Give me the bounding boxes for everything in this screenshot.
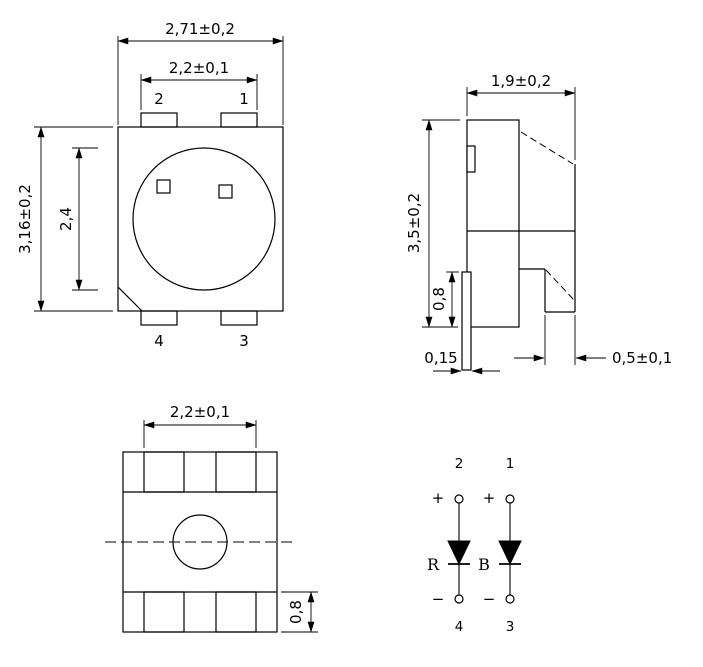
pin-label-4: 4	[154, 332, 164, 350]
cathode-minus-sign-right: −	[483, 590, 496, 608]
terminal-circle-pin4	[454, 594, 464, 604]
bottom-pad-bottom-left	[143, 591, 185, 633]
anode-plus-sign-right: +	[483, 489, 496, 507]
schematic-pin-label-4: 4	[455, 619, 464, 635]
bottom-pad-top-left	[143, 451, 185, 493]
terminal-circle-pin1	[505, 494, 515, 504]
dim-label-side-width: 1,9±0,2	[491, 72, 551, 90]
cathode-minus-sign-left: −	[432, 590, 445, 608]
side-hidden-edge-bottom	[545, 269, 575, 301]
front-lead-top-left	[140, 112, 178, 128]
front-lens-circle	[132, 147, 276, 291]
side-body-outline	[466, 119, 520, 328]
dim-label-side-standoff: 0,8	[430, 287, 448, 311]
terminal-circle-pin3	[505, 594, 515, 604]
bottom-view: 2,2±0,1 0,8	[105, 403, 318, 633]
pin-label-3: 3	[239, 332, 249, 350]
side-lead-notch	[466, 145, 476, 173]
side-view: 1,9±0,2 3,5±0,2 0,8 0,15 0,5±0,1	[405, 72, 672, 375]
diode-blue-symbol	[498, 540, 522, 566]
front-lead-bottom-left	[140, 310, 178, 326]
side-lead	[461, 271, 472, 371]
dim-label-front-outer-width: 2,71±0,2	[165, 20, 235, 38]
schematic: 2 1 + + − − R B 4 3	[427, 456, 522, 635]
bottom-pad-bottom-right	[215, 591, 257, 633]
front-die-left	[156, 179, 171, 194]
front-corner-chamfer	[117, 286, 143, 312]
dim-label-bottom-pad-height: 0,8	[287, 600, 305, 624]
front-view: 2,71±0,2 2,2±0,1 2 1 3,16±0,2 2,4 4 3	[16, 20, 284, 350]
pin-label-1: 1	[239, 90, 249, 108]
pin-label-2: 2	[154, 90, 164, 108]
anode-plus-sign-left: +	[432, 489, 445, 507]
dim-label-side-lead-thickness: 0,15	[424, 349, 457, 367]
front-die-right	[218, 184, 233, 199]
front-lead-bottom-right	[220, 310, 258, 326]
led-color-label-blue: B	[478, 555, 490, 574]
schematic-pin-label-1: 1	[506, 456, 515, 472]
diode-red-symbol	[447, 540, 471, 566]
dim-label-side-pad-width: 0,5±0,1	[612, 349, 672, 367]
dim-label-front-inner-width: 2,2±0,1	[169, 59, 229, 77]
dim-label-front-outer-height: 3,16±0,2	[16, 184, 34, 254]
led-color-label-red: R	[427, 555, 440, 574]
schematic-pin-label-3: 3	[506, 619, 515, 635]
bottom-pad-top-right	[215, 451, 257, 493]
dim-label-front-inner-height: 2,4	[57, 207, 75, 231]
front-body-outline	[117, 126, 284, 312]
terminal-circle-pin2	[454, 494, 464, 504]
dim-label-bottom-pad-span: 2,2±0,1	[170, 403, 230, 421]
side-hidden-edge-top	[520, 131, 574, 165]
front-lead-top-right	[220, 112, 258, 128]
schematic-pin-label-2: 2	[455, 456, 464, 472]
dim-label-side-height: 3,5±0,2	[405, 193, 423, 253]
